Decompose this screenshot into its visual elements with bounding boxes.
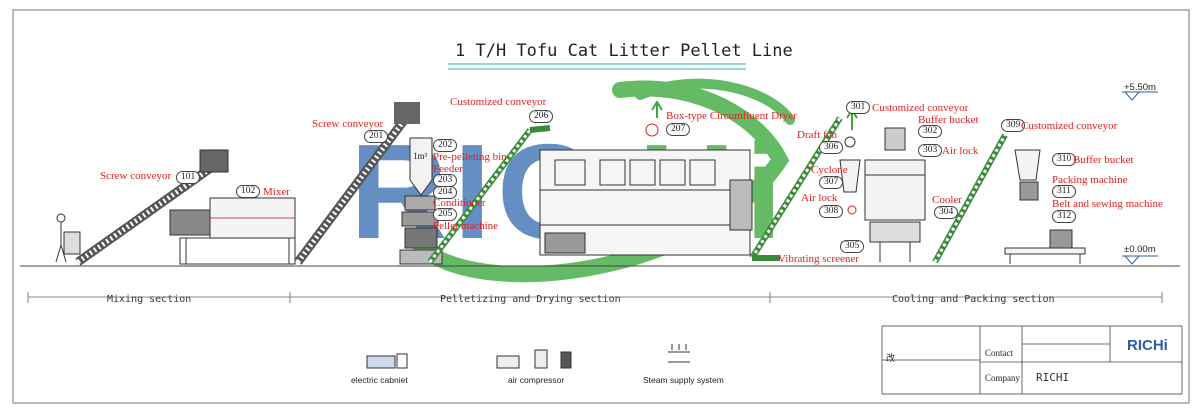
label-pellet-machine: Pellet machine [433, 220, 499, 232]
elevation-ground: ±0.00m [1124, 244, 1156, 255]
label-vibrating-screener: Vibrating screener [778, 253, 859, 265]
title-block-contact-label: Contact [985, 348, 1013, 358]
label-draft-fan: Draft fan [797, 129, 838, 141]
label-cooler: Cooler [932, 194, 962, 206]
label-buffer-bucket-302: Buffer bucket [918, 114, 979, 126]
label-pre-pelleting-bin: Pre-pelleting bin [433, 151, 507, 163]
title-block [881, 325, 1183, 395]
mixer-102 [169, 197, 296, 265]
label-buffer-bucket-310: Buffer bucket [1073, 154, 1134, 166]
steam-supply-icon [668, 344, 690, 363]
label-cyclone: Cyclone [811, 164, 848, 176]
screw-conveyor-101 [75, 149, 229, 266]
tag-301: 301 [846, 101, 871, 114]
label-screw-conveyor-101: Screw conveyor [100, 170, 172, 182]
tag-303: 303 [918, 144, 943, 157]
label-feeder: Feeder [433, 163, 463, 175]
label-steam-supply: Steam supply system [643, 375, 724, 385]
tag-102: 102 [236, 185, 261, 198]
tag-206: 206 [529, 110, 554, 123]
screw-conveyor-201 [294, 102, 420, 265]
tag-306: 306 [819, 141, 844, 154]
label-air-lock-303: Air lock [942, 145, 979, 157]
title-block-company-value: RICHI [1036, 371, 1070, 384]
air-compressor-icon [496, 349, 572, 369]
label-dryer: Box-type Circumfluent Dryer [666, 110, 797, 122]
tag-310: 310 [1052, 153, 1077, 166]
label-customized-conveyor-309: Customized conveyor [1021, 120, 1118, 132]
drawing-border [12, 9, 1190, 404]
label-customized-conveyor-301: Customized conveyor [872, 102, 969, 114]
label-belt-sewing-machine: Belt and sewing machine [1052, 198, 1163, 210]
electric-cabinet-icon [366, 353, 408, 369]
cooler-assembly [839, 108, 926, 262]
label-customized-conveyor-206: Customized conveyor [450, 96, 547, 108]
tag-202: 202 [433, 139, 458, 152]
tag-207: 207 [666, 123, 691, 136]
label-air-compressor: air compressor [508, 375, 565, 385]
label-packing-machine: Packing machine [1052, 174, 1128, 186]
customized-conveyor-309 [932, 133, 1008, 264]
label-screw-conveyor-201: Screw conveyor [312, 118, 384, 130]
label-air-lock-308: Air lock [801, 192, 838, 204]
tag-101: 101 [176, 171, 201, 184]
section-dimension-lines [27, 292, 1163, 303]
box-type-dryer [539, 100, 753, 256]
tag-201: 201 [364, 130, 389, 143]
tag-305: 305 [840, 240, 865, 253]
tag-304: 304 [934, 206, 959, 219]
section-pelletizing-drying: Pelletizing and Drying section [440, 294, 621, 305]
packing-station [1004, 149, 1086, 264]
customized-conveyor-206 [427, 125, 551, 264]
label-mixer: Mixer [263, 186, 290, 198]
title-block-company-label: Company [985, 373, 1020, 383]
elevation-top: +5.50m [1124, 82, 1156, 93]
tag-307: 307 [819, 176, 844, 189]
tag-302: 302 [918, 125, 943, 138]
label-electric-cabinet: electric cabniet [351, 375, 408, 385]
tag-309: 309 [1001, 119, 1026, 132]
section-cooling-packing: Cooling and Packing section [892, 294, 1055, 305]
section-mixing: Mixing section [107, 294, 192, 305]
title-block-revision-mark: 改 [886, 353, 896, 363]
tag-308: 308 [819, 205, 844, 218]
label-conditioner: Conditioner [433, 197, 486, 209]
label-bin-volume: 1m³ [413, 151, 428, 161]
worker-figure [55, 213, 81, 263]
tag-311: 311 [1052, 185, 1076, 198]
tag-204: 204 [433, 186, 458, 199]
drawing-title: 1 T/H Tofu Cat Litter Pellet Line [455, 41, 793, 61]
tag-205: 205 [433, 208, 458, 221]
tag-312: 312 [1052, 210, 1077, 223]
richi-logo: RICHi [1127, 337, 1168, 354]
